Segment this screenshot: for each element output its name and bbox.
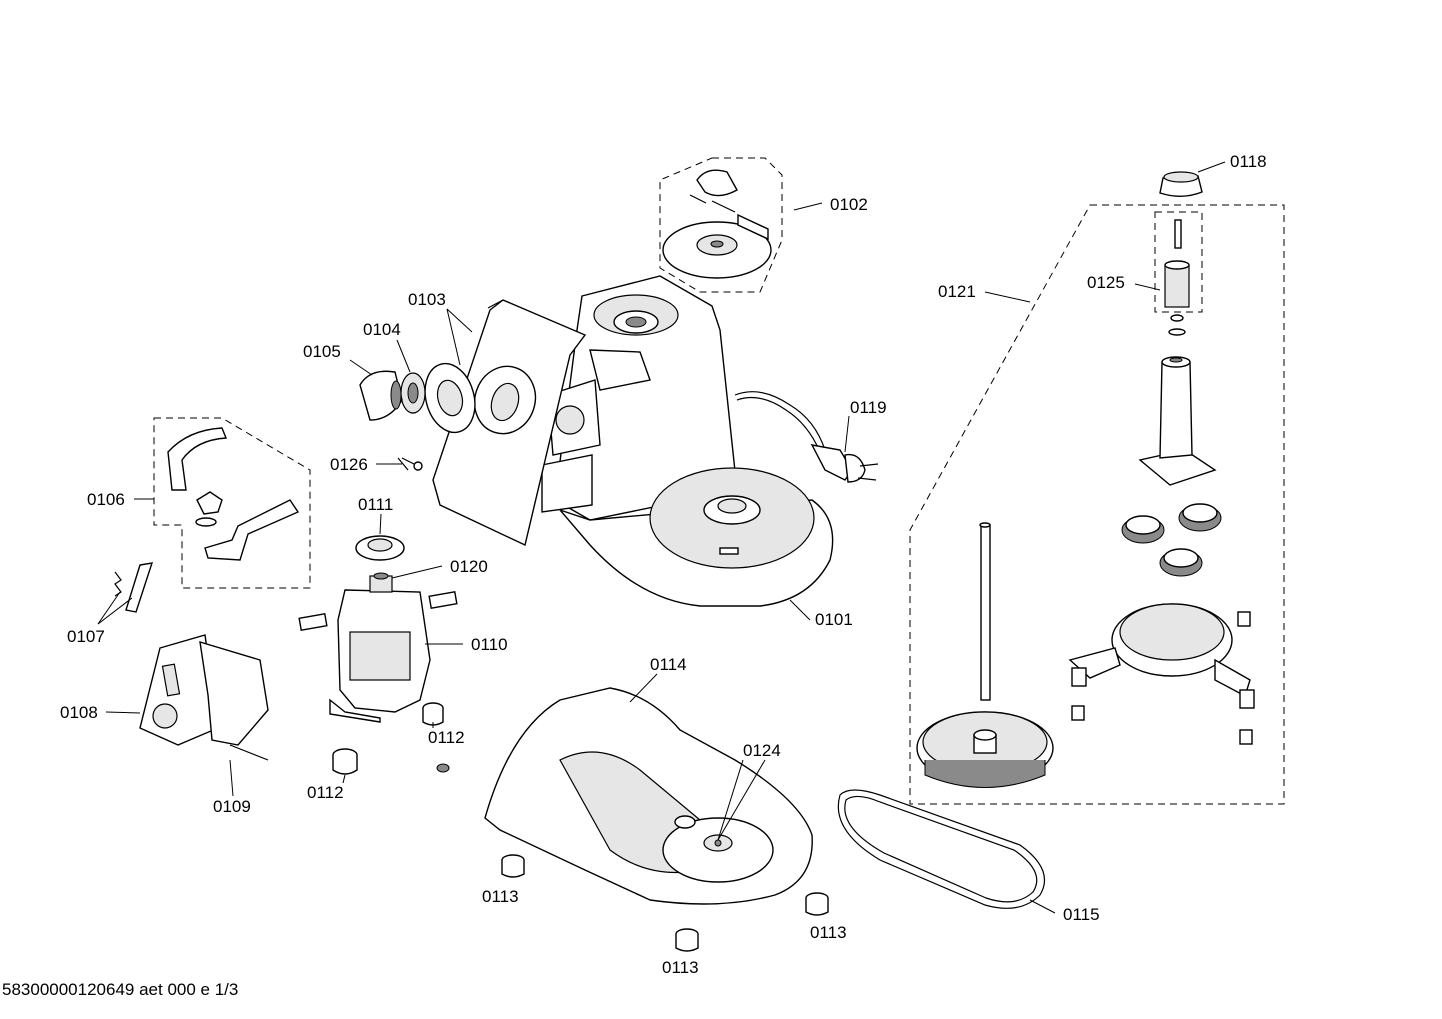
label-0112-b: 0112 (307, 783, 344, 802)
part-0107-clip (114, 562, 154, 613)
part-0114-base-plate (484, 687, 813, 905)
label-0107: 0107 (67, 627, 105, 646)
label-0105: 0105 (303, 342, 341, 361)
part-0103-ring (424, 362, 476, 434)
part-0101-housing (541, 275, 834, 607)
label-0118: 0118 (1230, 152, 1267, 171)
label-0120: 0120 (450, 557, 488, 576)
group-outline-0121 (909, 204, 1285, 805)
part-0121-gear-b (1178, 503, 1222, 532)
label-0113-c: 0113 (810, 923, 847, 942)
label-0124: 0124 (743, 741, 781, 760)
part-0110-motor (298, 589, 458, 723)
part-0121-gear-a (1121, 515, 1165, 544)
label-0104: 0104 (363, 320, 401, 339)
part-0105-cap (359, 370, 403, 421)
part-0119-power-cord (734, 391, 879, 483)
label-0106: 0106 (87, 490, 125, 509)
label-0121: 0121 (938, 282, 976, 301)
part-0109-bracket (199, 641, 269, 761)
part-0121-gear-c (1159, 548, 1203, 577)
group-outline-0102 (659, 157, 783, 293)
part-0115-belt (837, 789, 1046, 909)
label-0115: 0115 (1063, 905, 1100, 924)
part-0102-lid (662, 169, 772, 279)
label-0126: 0126 (330, 455, 368, 474)
group-outline-0106 (153, 417, 311, 589)
group-outline-0125 (1154, 211, 1203, 313)
part-0121-shaft (979, 522, 991, 701)
part-0111-damper-ring (355, 535, 405, 561)
part-0118-cap (1159, 171, 1203, 197)
label-0102: 0102 (830, 195, 868, 214)
part-0104-bayonet (400, 372, 426, 414)
part-0121-ring-gear (1068, 603, 1251, 698)
part-0126-screw (397, 457, 423, 471)
label-0103: 0103 (408, 290, 446, 309)
label-0113-a: 0113 (482, 887, 519, 906)
label-0119: 0119 (850, 398, 887, 417)
part-0112-foot-a (422, 702, 444, 726)
label-0125: 0125 (1087, 273, 1125, 292)
part-0112-foot-b (332, 748, 358, 775)
part-0113-foot-b (675, 928, 699, 952)
part-0108-circuit-board (139, 634, 219, 746)
label-0109: 0109 (213, 797, 251, 816)
part-0120-brush-holder (369, 572, 393, 593)
label-0111: 0111 (358, 495, 393, 514)
part-0113-foot-c (805, 892, 829, 916)
document-footer-id: 58300000120649 aet 000 e 1/3 (2, 980, 239, 999)
label-0110: 0110 (471, 635, 508, 654)
label-0114: 0114 (650, 655, 687, 674)
part-0121-bushings (1071, 611, 1255, 745)
part-0112-foot-c (436, 763, 450, 773)
leader-lines (97, 161, 1226, 914)
label-0112-a: 0112 (428, 728, 465, 747)
part-0121-column (1138, 356, 1217, 486)
label-0108: 0108 (60, 703, 98, 722)
part-0125-pin-and-coupling (1164, 219, 1190, 336)
label-0113-b: 0113 (662, 958, 699, 977)
part-0106-levers (167, 427, 300, 561)
part-0113-foot-a (501, 854, 525, 878)
label-0101: 0101 (815, 610, 853, 629)
part-0103-front-cover (432, 299, 587, 547)
part-0121-pulley (916, 711, 1054, 788)
